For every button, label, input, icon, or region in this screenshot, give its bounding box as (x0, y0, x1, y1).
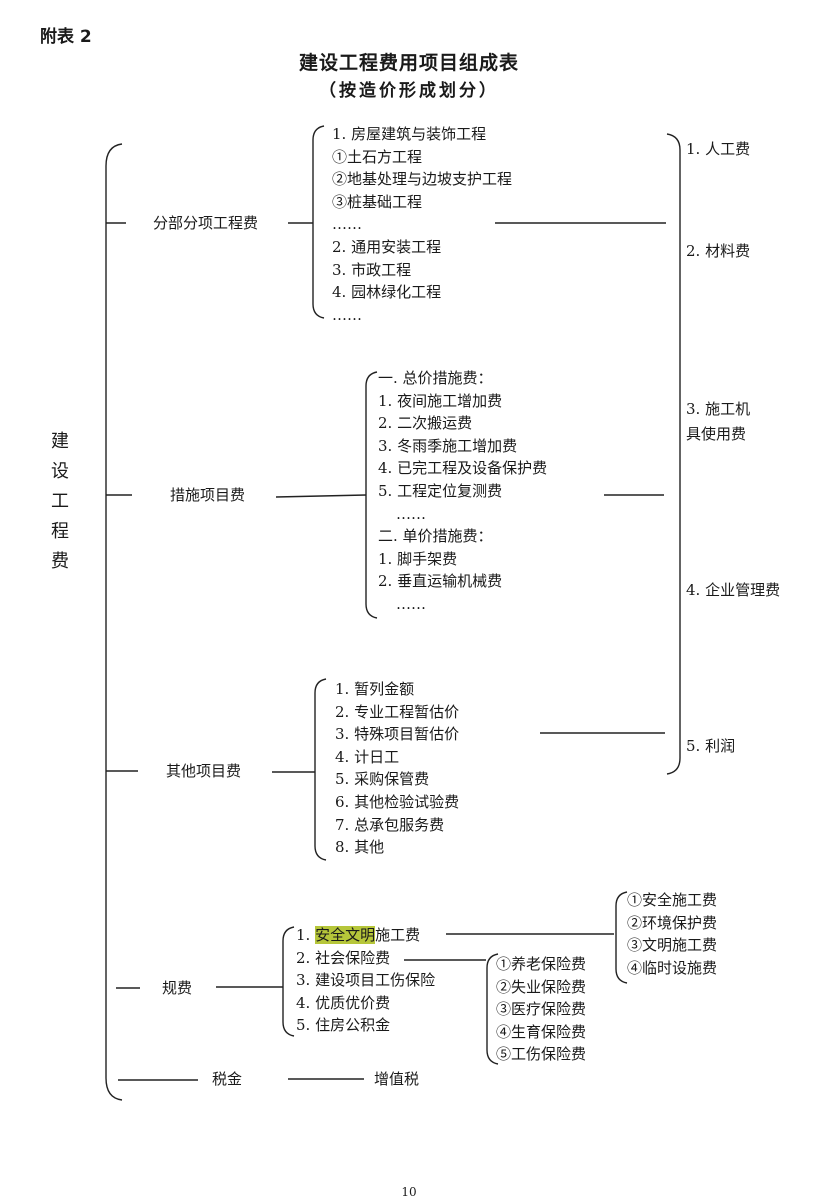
components-brace (666, 133, 681, 775)
list-item: ②地基处理与边坡支护工程 (332, 170, 513, 189)
list-item: 1. 暂列金额 (335, 680, 415, 698)
list-item: ③桩基础工程 (332, 192, 423, 211)
root-brace (105, 143, 123, 1101)
list-item: 4. 园林绿化工程 (332, 283, 442, 302)
cuoshi-item-list: 一. 总价措施费： 1. 夜间施工增加费 2. 二次搬运费 3. 冬雨季施工增加… (378, 367, 547, 616)
list-item: 3. 建设项目工伤保险 (296, 971, 436, 990)
guifei-brace (282, 926, 295, 1037)
list-item: ①安全施工费 (627, 891, 718, 909)
root-label: 建 设 工 程 费 (48, 427, 72, 577)
list-item: 2. 垂直运输机械费 (378, 572, 503, 591)
list-item: 3. 冬雨季施工增加费 (378, 436, 518, 455)
list-item: 4. 优质优价费 (296, 993, 391, 1012)
list-item: 5. 采购保管费 (335, 770, 430, 789)
item-suffix: 施工费 (375, 926, 421, 944)
page-title: 建设工程费用项目组成表 (298, 52, 519, 74)
category-guifei-label: 规费 (162, 979, 193, 997)
list-item: 二. 单价措施费： (378, 527, 493, 546)
list-item: 5. 住房公积金 (296, 1016, 391, 1035)
root-char: 费 (51, 551, 69, 572)
list-item: 8. 其他 (335, 838, 385, 857)
list-item: 4. 计日工 (335, 747, 400, 766)
list-item: 4. 已完工程及设备保护费 (378, 459, 548, 478)
component-machinery-line2: 具使用费 (686, 424, 747, 443)
list-item: ③医疗保险费 (496, 1000, 587, 1019)
list-item: 2. 社会保险费 (296, 948, 391, 967)
safety-item-list: ①安全施工费 ②环境保护费 ③文明施工费 ④临时设施费 (627, 889, 717, 979)
item-prefix: 1. (296, 926, 316, 944)
attachment-label: 附表 2 (40, 27, 92, 47)
guifei-item-safety: 1. 安全文明施工费 (296, 924, 435, 947)
list-item: 1. 夜间施工增加费 (378, 391, 503, 410)
category-cuoshi-label: 措施项目费 (170, 486, 246, 504)
cuoshi-brace (365, 371, 378, 619)
category-shuijin-label: 税金 (212, 1070, 243, 1088)
list-item: 5. 工程定位复测费 (378, 481, 503, 500)
root-char: 工 (51, 491, 69, 512)
shuijin-item: 增值税 (374, 1070, 420, 1088)
list-item: …… (396, 594, 426, 613)
list-item: 2. 二次搬运费 (378, 414, 473, 433)
list-item: ②环境保护费 (627, 913, 718, 932)
list-item: 1. 脚手架费 (378, 549, 458, 568)
list-item: ④生育保险费 (496, 1022, 587, 1041)
safety-brace (615, 891, 628, 984)
page-number: 10 (401, 1185, 417, 1199)
fenbu-brace (312, 125, 325, 319)
highlighted-text: 安全文明 (315, 926, 376, 944)
component-machinery: 3. 施工机 具使用费 (686, 398, 750, 445)
list-item: 6. 其他检验试验费 (335, 792, 460, 811)
category-fenbu-label: 分部分项工程费 (153, 214, 259, 232)
list-item: 1. 房屋建筑与装饰工程 (332, 125, 487, 143)
guifei-item-list: 1. 安全文明施工费 2. 社会保险费 3. 建设项目工伤保险 4. 优质优价费… (296, 924, 435, 1037)
cuoshi-connector (275, 494, 367, 498)
fenbu-item-list: 1. 房屋建筑与装饰工程 ①土石方工程 ②地基处理与边坡支护工程 ③桩基础工程 … (332, 123, 512, 326)
list-item: 2. 专业工程暂估价 (335, 702, 460, 721)
component-material: 2. 材料费 (686, 242, 751, 260)
qita-item-list: 1. 暂列金额 2. 专业工程暂估价 3. 特殊项目暂估价 4. 计日工 5. … (335, 678, 459, 859)
list-item: ①土石方工程 (332, 147, 423, 166)
list-item: 3. 市政工程 (332, 260, 412, 279)
list-item: …… (332, 305, 362, 324)
list-item: …… (332, 215, 362, 234)
list-item: ②失业保险费 (496, 977, 587, 996)
insurance-item-list: ①养老保险费 ②失业保险费 ③医疗保险费 ④生育保险费 ⑤工伤保险费 (496, 953, 586, 1066)
page-subtitle: （按造价形成划分） (319, 81, 499, 101)
list-item: ③文明施工费 (627, 936, 718, 955)
list-item: 3. 特殊项目暂估价 (335, 725, 460, 744)
list-item: …… (396, 504, 426, 523)
list-item: 2. 通用安装工程 (332, 237, 442, 256)
qita-brace (314, 678, 327, 861)
root-char: 程 (51, 521, 69, 542)
list-item: 7. 总承包服务费 (335, 815, 445, 834)
component-machinery-line1: 3. 施工机 (686, 400, 751, 418)
list-item: 一. 总价措施费： (378, 369, 493, 387)
component-labor: 1. 人工费 (686, 140, 751, 158)
list-item: ①养老保险费 (496, 955, 587, 973)
insurance-brace (486, 953, 499, 1065)
component-profit: 5. 利润 (686, 737, 736, 755)
list-item: ④临时设施费 (627, 958, 718, 977)
component-management: 4. 企业管理费 (686, 581, 781, 599)
root-char: 建 (51, 431, 69, 452)
root-char: 设 (51, 461, 69, 482)
list-item: ⑤工伤保险费 (496, 1045, 587, 1064)
category-qita-label: 其他项目费 (166, 762, 242, 780)
